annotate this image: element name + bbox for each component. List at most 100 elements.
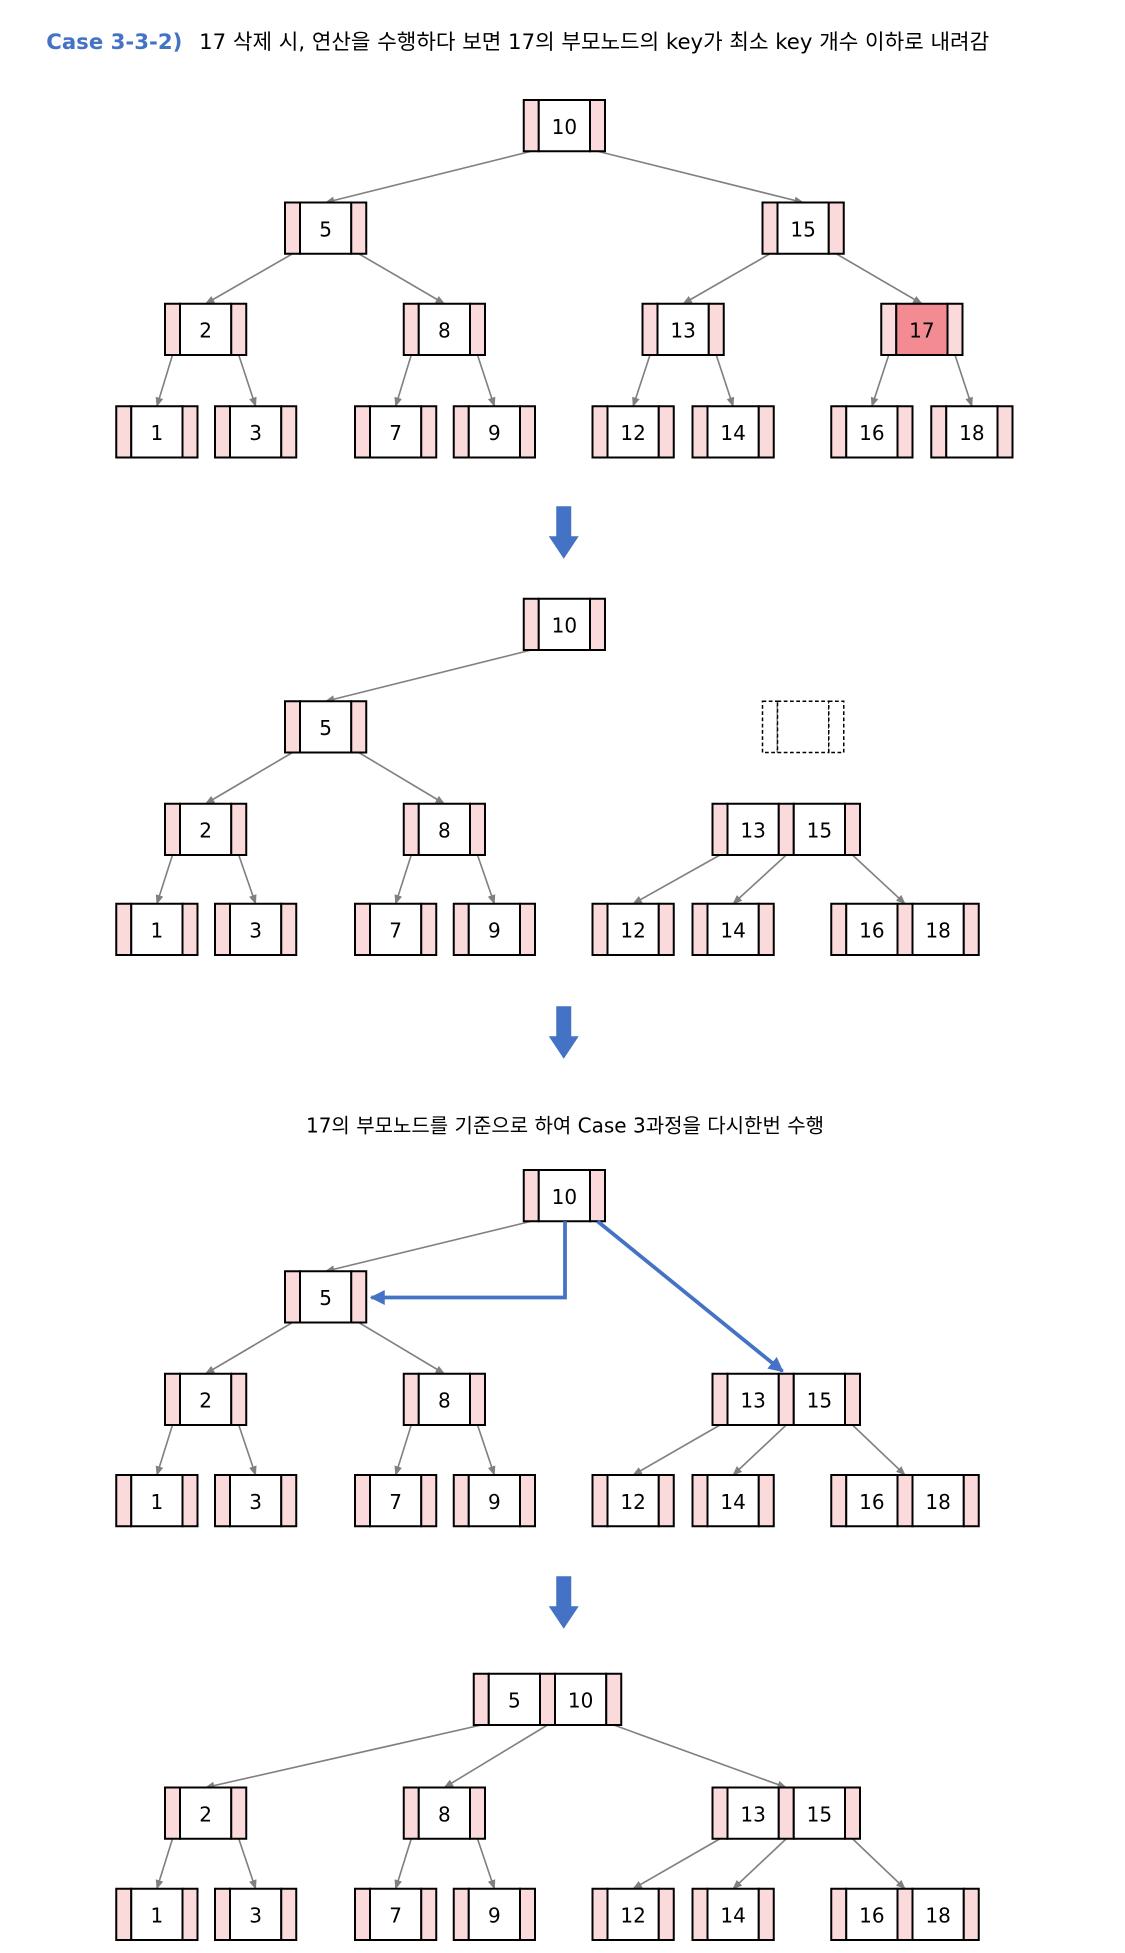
edge-arrow: [155, 354, 174, 408]
btree-node: 10: [522, 1168, 606, 1223]
edge-arrow: [358, 751, 446, 805]
key-cell: [606, 405, 660, 459]
key-cell: [554, 1672, 608, 1726]
edge-arrow: [324, 150, 532, 205]
key-value: 9: [488, 919, 501, 943]
redistribute-arrow-left: [369, 1221, 567, 1305]
pointer-cell: [588, 98, 606, 153]
key-cell: [229, 902, 283, 956]
pointer-cell: [591, 405, 609, 459]
pointer-cell: [452, 405, 470, 459]
pointer-cell: [711, 802, 729, 856]
edge-arrow: [237, 1424, 257, 1476]
pointer-cell: [354, 405, 372, 459]
key-value: 3: [249, 1490, 262, 1514]
key-value: 15: [807, 819, 832, 843]
btree-node: 3: [214, 902, 298, 956]
pointer-cell: [757, 1887, 775, 1941]
pointer-cell: [691, 1473, 709, 1528]
step-caption: 17의 부모노드를 기준으로 하여 Case 3과정을 다시한번 수행: [306, 1114, 824, 1138]
pointer-cell: [350, 201, 368, 255]
edge-arrow: [682, 253, 771, 305]
key-value: 2: [199, 319, 212, 343]
pointer-cell: [777, 802, 795, 856]
empty-node-placeholder: [761, 700, 845, 754]
pointer-cell: [469, 1786, 487, 1840]
pointer-cell: [280, 1887, 298, 1941]
key-cell: [845, 1887, 899, 1941]
key-value: 16: [859, 421, 884, 445]
btree-node: 5: [284, 1270, 368, 1324]
pointer-cell: [181, 902, 199, 956]
key-value: 13: [670, 319, 695, 343]
edge-arrow: [324, 649, 532, 703]
pointer-cell: [284, 700, 302, 754]
key-value: 12: [620, 1490, 645, 1514]
btree-node: 15: [761, 201, 845, 255]
key-cell: [606, 1473, 660, 1528]
pointer-cell: [115, 902, 133, 956]
edge-arrow: [632, 354, 651, 408]
key-cell: [537, 597, 591, 651]
btree-node: 9: [452, 1887, 537, 1941]
key-value: 8: [438, 819, 451, 843]
key-cell: [179, 1786, 233, 1840]
edge-arrow: [732, 854, 787, 905]
key-cell: [130, 902, 184, 956]
btree-node: 7: [354, 405, 438, 459]
pointer-cell: [588, 1168, 606, 1223]
pointer-cell: [115, 1887, 133, 1941]
pointer-cell: [420, 405, 438, 459]
key-value: 18: [959, 421, 984, 445]
pointer-cell: [830, 405, 848, 459]
step-down-arrow-icon: [548, 1576, 579, 1629]
key-value: 14: [720, 1490, 745, 1514]
edge-arrow: [613, 1724, 788, 1789]
pointer-cell: [707, 302, 725, 356]
btree-node: 17: [880, 302, 964, 356]
pointer-cell: [657, 1473, 675, 1528]
key-cell: [845, 405, 899, 459]
btree-node: 18: [930, 405, 1014, 459]
btree-node: 3: [214, 405, 298, 459]
key-cell: [845, 902, 899, 956]
btree-node: 16: [830, 405, 914, 459]
pointer-cell: [115, 1473, 133, 1528]
key-value: 2: [199, 1389, 212, 1413]
key-cell: [792, 802, 846, 856]
pointer-cell: [420, 1887, 438, 1941]
btree-node: 14: [691, 405, 775, 459]
pointer-cell: [591, 902, 609, 956]
case-title: Case 3-3-2) 17 삭제 시, 연산을 수행하다 보면 17의 부모노…: [46, 30, 989, 55]
pointer-cell: [214, 405, 232, 459]
edge-arrow: [237, 354, 257, 408]
edge-arrow: [835, 253, 923, 305]
key-cell: [229, 405, 283, 459]
pointer-cell: [519, 1473, 537, 1528]
key-value: 15: [790, 217, 815, 241]
edge-arrow: [954, 354, 973, 408]
key-value: 1: [151, 1904, 164, 1928]
edge-arrow: [204, 1724, 482, 1790]
btree-node: 5: [284, 700, 368, 754]
pointer-cell: [402, 1786, 420, 1840]
key-value: 17: [909, 319, 934, 343]
key-value: 10: [552, 614, 577, 638]
pointer-cell: [946, 302, 964, 356]
key-value: 13: [740, 819, 765, 843]
btree-node: 2: [164, 802, 248, 856]
edge-arrow: [394, 1838, 413, 1890]
pointer-cell: [962, 902, 980, 956]
btree-node: 10: [522, 597, 606, 651]
key-value: 12: [620, 1904, 645, 1928]
key-cell: [606, 1887, 660, 1941]
edge-arrow: [851, 1838, 906, 1890]
edge-arrow: [632, 1424, 721, 1476]
key-value: 16: [859, 1490, 884, 1514]
btree-node: 3: [214, 1887, 298, 1941]
edge-arrow: [204, 1321, 293, 1375]
pointer-cell: [691, 1887, 709, 1941]
